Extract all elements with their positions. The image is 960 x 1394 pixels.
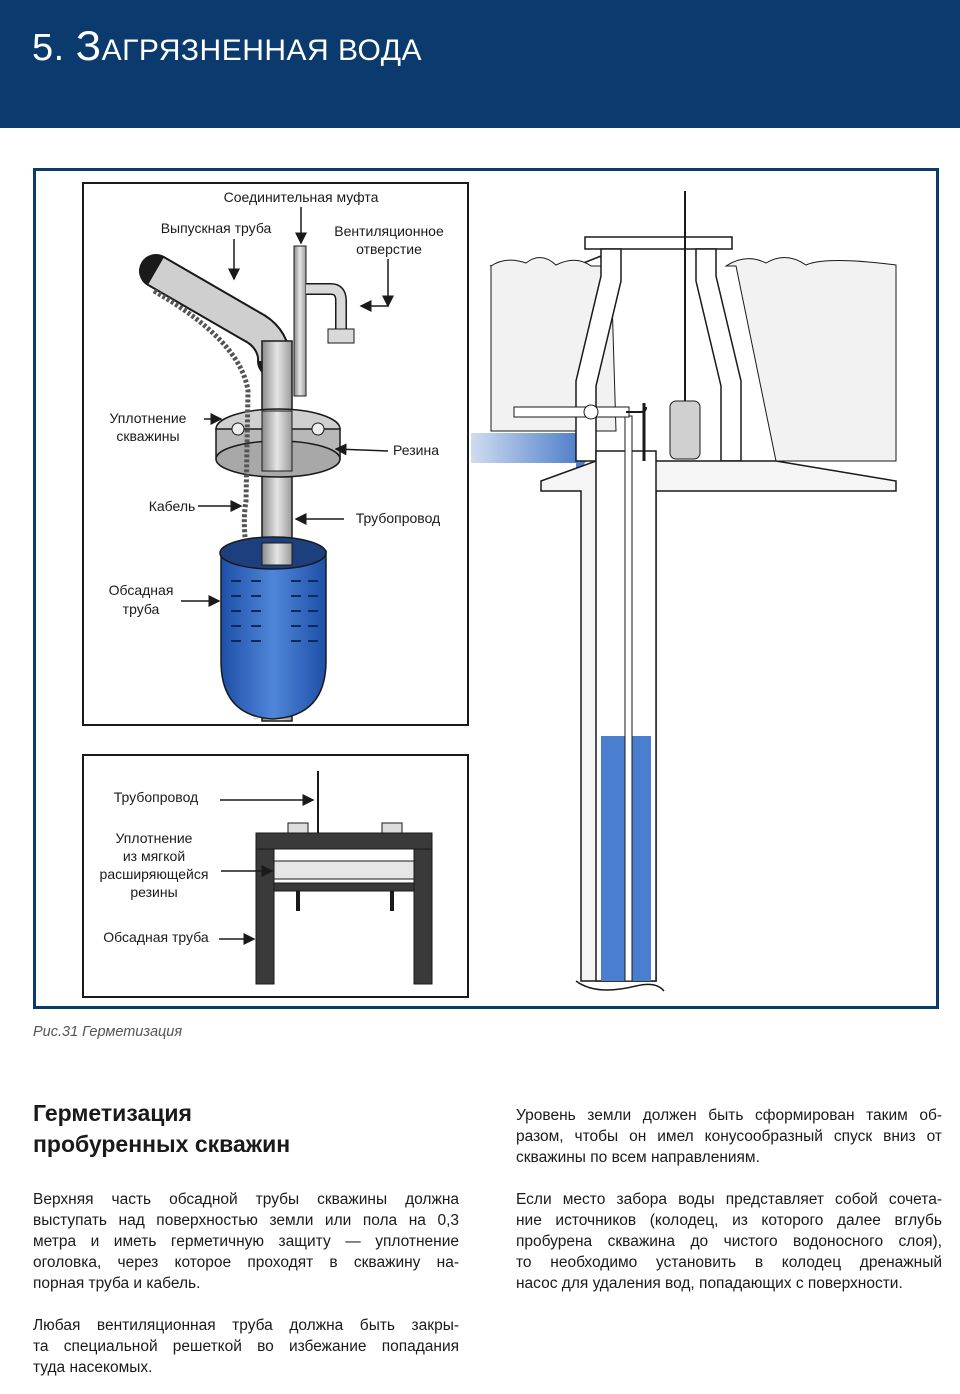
label-outlet-pipe: Выпускная труба: [161, 220, 272, 236]
title-first-letter: З: [75, 22, 102, 69]
detail-label-casing: Обсадная труба: [103, 929, 209, 945]
text-line: Уровень земли должен быть сформирован та…: [516, 1107, 942, 1124]
label-seal-line1: Уплотнение: [110, 410, 187, 426]
figure-31: Соединительная муфта Выпускная труба Вен…: [33, 168, 939, 1009]
text-line: то необходимо установить в колодец дрена…: [516, 1254, 942, 1271]
detail-label-pipeline: Трубопровод: [114, 789, 198, 805]
text-line: метра и иметь герметичную защиту — уплот…: [33, 1233, 459, 1250]
text-line: туда насекомых.: [33, 1359, 153, 1376]
text-line: Если место забора воды представляет собо…: [516, 1191, 942, 1208]
right-paragraph-1: Уровень земли должен быть сформирован та…: [516, 1105, 942, 1168]
label-rubber: Резина: [393, 442, 439, 458]
pointer-arrow: [471, 421, 596, 475]
text-line: Верхняя часть обсадной трубы скважины до…: [33, 1191, 459, 1208]
text-line: скважины по всем направлениям.: [516, 1149, 760, 1166]
detail-label-seal-line1: Уплотнение: [116, 830, 193, 846]
chapter-number: 5.: [32, 27, 65, 69]
heading-line-1: Герметизация: [33, 1100, 192, 1126]
well-cross-section: [489, 191, 897, 992]
title-rest: АГРЯЗНЕННАЯ ВОДА: [101, 34, 423, 67]
figure-caption: Рис.31 Герметизация: [33, 1024, 183, 1040]
left-paragraph-2: Любая вентиляционная труба должна быть з…: [33, 1315, 459, 1378]
text-line: та специальной решеткой во избежание поп…: [33, 1338, 459, 1355]
left-paragraph-1: Верхняя часть обсадной трубы скважины до…: [33, 1189, 459, 1294]
label-casing-line2: труба: [123, 601, 160, 617]
heading-line-2: пробуренных скважин: [33, 1131, 291, 1157]
label-pipeline: Трубопровод: [356, 510, 440, 526]
page-title: 5. ЗАГРЯЗНЕННАЯ ВОДА: [32, 22, 422, 70]
right-paragraph-2: Если место забора воды представляет собо…: [516, 1189, 942, 1294]
vent-pipe: [293, 245, 307, 397]
text-line: выступать над поверхностью земли или пол…: [33, 1212, 459, 1229]
text-line: порная труба и кабель.: [33, 1275, 201, 1292]
section-heading: Герметизация пробуренных скважин: [33, 1098, 290, 1160]
text-line: оголовка, через которое проходят в скваж…: [33, 1254, 459, 1271]
label-coupling: Соединительная муфта: [224, 189, 379, 205]
text-line: разом, чтобы он имел конусообразный спус…: [516, 1128, 942, 1145]
soft-rubber-seal: [273, 860, 415, 880]
label-cable: Кабель: [149, 498, 196, 514]
text-line: пробурена скважина до чистого водоносног…: [516, 1233, 942, 1250]
drainage-pump: [669, 400, 701, 460]
detail-label-seal-line4: резины: [130, 884, 177, 900]
label-vent-line1: Вентиляционное: [334, 223, 444, 239]
text-line: насос для удаления вод, попадающих с пов…: [516, 1275, 903, 1292]
casing-pipe: [220, 550, 327, 720]
sealing-illustration: Соединительная муфта Выпускная труба Вен…: [82, 182, 897, 998]
label-vent-line2: отверстие: [356, 241, 422, 257]
seal-top-plate: [255, 832, 433, 850]
page-header: 5. ЗАГРЯЗНЕННАЯ ВОДА: [0, 0, 960, 128]
text-line: ние источников (колодец, из которого дал…: [516, 1212, 942, 1229]
cable: [152, 288, 259, 720]
detail-label-seal-line3: расширяющейся: [100, 866, 209, 882]
detail-label-seal-line2: из мягкой: [123, 848, 185, 864]
label-seal-line2: скважины: [116, 428, 179, 444]
label-casing-line1: Обсадная: [109, 582, 174, 598]
text-line: Любая вентиляционная труба должна быть з…: [33, 1317, 459, 1334]
